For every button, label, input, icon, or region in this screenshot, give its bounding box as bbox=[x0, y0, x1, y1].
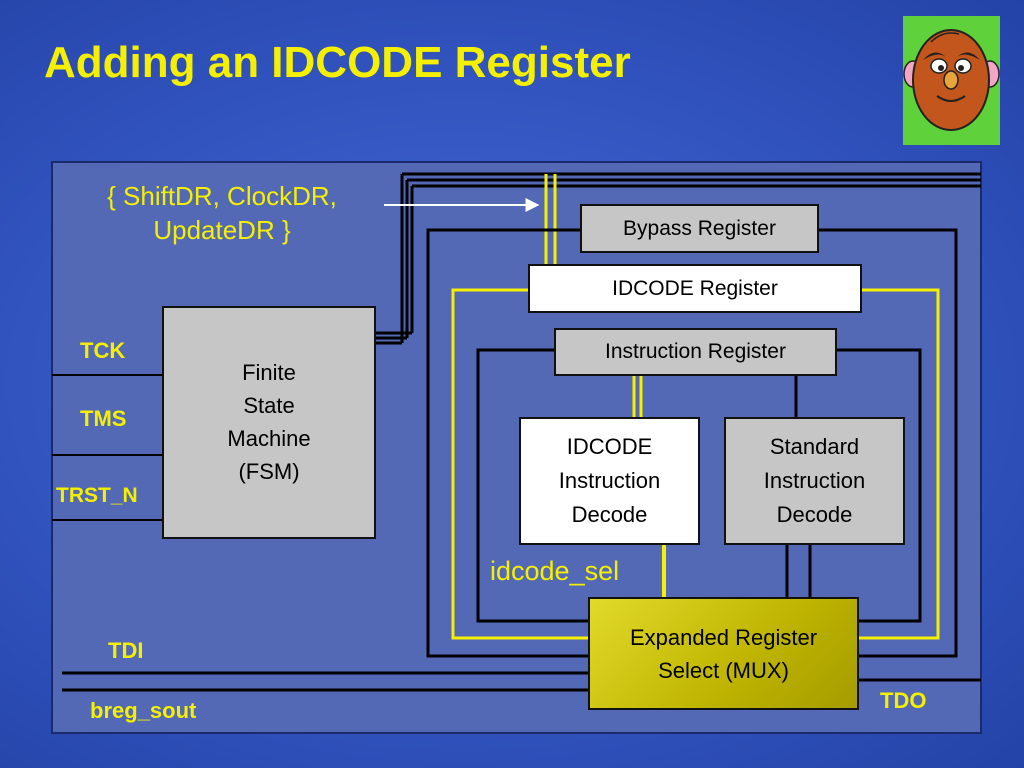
control-bus bbox=[376, 172, 981, 345]
idcode-decode-line1: IDCODE bbox=[566, 433, 653, 459]
fsm-line3: Machine bbox=[227, 426, 311, 451]
idcode-register-box: IDCODE Register bbox=[528, 264, 862, 313]
mux-line1: Expanded Register bbox=[629, 624, 818, 650]
idcode-path-wire bbox=[451, 288, 940, 640]
fsm-line2: State bbox=[243, 393, 295, 418]
tdi-label: TDI bbox=[108, 638, 144, 663]
breg-sout-label: breg_sout bbox=[90, 698, 197, 723]
bus-label: { ShiftDR, ClockDR, UpdateDR } bbox=[62, 180, 382, 248]
instruction-path-wire bbox=[476, 348, 922, 623]
bottom-wires bbox=[62, 671, 981, 692]
idcode-decode-line2: Instruction bbox=[558, 467, 661, 493]
bypass-register-box: Bypass Register bbox=[580, 204, 819, 253]
bypass-path-wire bbox=[426, 228, 958, 658]
tdo-label: TDO bbox=[880, 688, 927, 713]
tms-label: TMS bbox=[80, 406, 127, 431]
tck-label: TCK bbox=[80, 338, 126, 363]
control-bus-yellow bbox=[544, 174, 643, 417]
std-decode-line3: Decode bbox=[776, 502, 853, 528]
idcode-decode-box: IDCODE Instruction Decode bbox=[519, 417, 700, 545]
std-decode-line2: Instruction bbox=[763, 467, 866, 493]
mux-box: Expanded Register Select (MUX) bbox=[588, 597, 859, 710]
fsm-box: Finite State Machine (FSM) bbox=[162, 306, 376, 539]
fsm-input-wires bbox=[52, 374, 162, 521]
bus-label-line1: { ShiftDR, ClockDR, bbox=[107, 181, 337, 211]
std-decode-line1: Standard bbox=[769, 433, 860, 459]
idcode-decode-line3: Decode bbox=[571, 502, 648, 528]
fsm-line1: Finite bbox=[242, 360, 296, 385]
standard-decode-box: Standard Instruction Decode bbox=[724, 417, 905, 545]
trst-n-label: TRST_N bbox=[56, 484, 138, 507]
decode-wires bbox=[785, 375, 812, 598]
fsm-line4: (FSM) bbox=[238, 459, 300, 484]
mux-line2: Select (MUX) bbox=[658, 657, 789, 683]
bus-label-line2: UpdateDR } bbox=[153, 214, 291, 245]
potato-head-mascot-icon bbox=[903, 16, 1000, 145]
slide-title: Adding an IDCODE Register bbox=[44, 38, 631, 87]
idcode-sel-label: idcode_sel bbox=[490, 556, 620, 586]
instruction-register-box: Instruction Register bbox=[554, 328, 837, 376]
